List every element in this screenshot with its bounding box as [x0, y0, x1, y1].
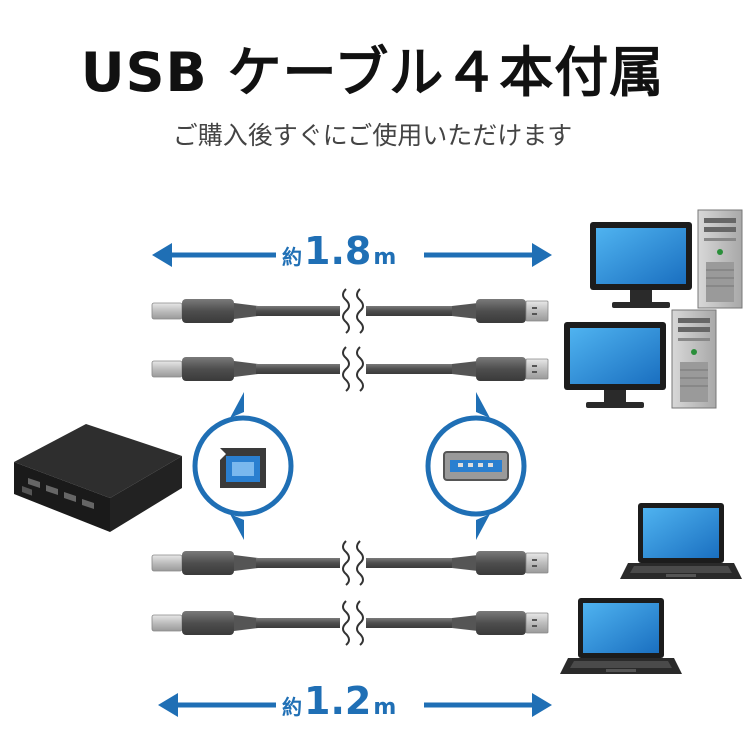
- length-arrow-short: [158, 686, 552, 724]
- length-prefix: 約: [282, 245, 302, 269]
- length-value: 1.8: [304, 229, 372, 273]
- usb-cable-1-2m-1: [151, 540, 549, 586]
- usb-cable-1-8m-1: [151, 288, 549, 334]
- desktop-pc-icon: [563, 309, 717, 409]
- usb-switch-device-icon: [14, 424, 182, 532]
- length-unit: m: [373, 695, 397, 720]
- page-title: USB ケーブル４本付属: [80, 41, 665, 104]
- length-prefix: 約: [282, 695, 302, 719]
- length-arrow-long: [152, 236, 552, 274]
- cable-length-short: 約 1.2 m: [282, 679, 396, 723]
- page-subtitle: ご購入後すぐにご使用いただけます: [172, 121, 573, 150]
- laptop-icon: [560, 598, 682, 674]
- desktop-pc-icon: [589, 209, 743, 309]
- usb-cable-1-8m-2: [151, 346, 549, 392]
- usb-cable-1-2m-2: [151, 600, 549, 646]
- length-unit: m: [373, 245, 397, 270]
- usb-b-connector-icon: [192, 392, 294, 540]
- laptop-icon: [620, 503, 742, 579]
- length-value: 1.2: [304, 679, 372, 723]
- cable-length-long: 約 1.8 m: [282, 229, 396, 273]
- usb-a-connector-icon: [425, 392, 527, 540]
